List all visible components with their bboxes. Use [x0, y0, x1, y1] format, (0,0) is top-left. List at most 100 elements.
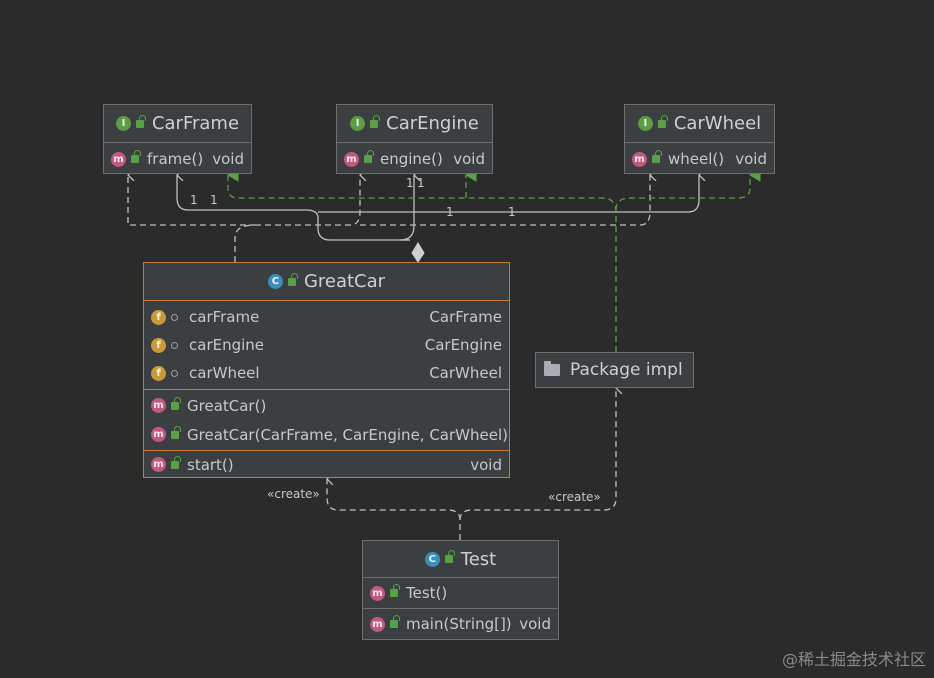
method-icon: m	[151, 398, 166, 413]
method-row[interactable]: m main(String[]) void	[363, 609, 558, 639]
create-edge-package	[459, 388, 616, 521]
public-lock-icon	[657, 114, 668, 128]
method-icon: m	[370, 585, 385, 601]
method-row[interactable]: m frame() void	[104, 143, 251, 175]
constructor-row[interactable]: m GreatCar()	[144, 391, 509, 420]
public-lock-icon	[652, 150, 662, 163]
multiplicity-label: 1	[190, 193, 198, 207]
create-label: «create»	[548, 490, 601, 504]
field-icon: f	[151, 365, 166, 381]
constructor-row[interactable]: m GreatCar(CarFrame, CarEngine, CarWheel…	[144, 420, 509, 449]
interface-icon: I	[115, 116, 131, 131]
method-name: frame()	[147, 150, 204, 168]
dependency-edge-greatcar-carframe	[128, 175, 256, 262]
field-row[interactable]: f carWheel CarWheel	[144, 359, 509, 387]
field-name: carFrame	[189, 308, 260, 326]
abstract-method-icon: m	[111, 151, 126, 167]
package-private-icon	[171, 313, 178, 321]
node-title-text: CarEngine	[386, 113, 479, 134]
abstract-method-icon: m	[344, 151, 359, 167]
public-lock-icon	[171, 425, 181, 439]
method-type: void	[519, 615, 551, 633]
node-carframe[interactable]: I CarFrame m frame() void	[103, 104, 252, 174]
folder-icon	[544, 361, 560, 376]
field-type: CarEngine	[424, 336, 502, 354]
constructor-name: GreatCar(CarFrame, CarEngine, CarWheel)	[187, 425, 508, 444]
public-lock-icon	[444, 550, 455, 563]
node-title-text: Package impl	[570, 360, 683, 380]
node-test[interactable]: C Test m Test() m main(String[]) void	[362, 540, 559, 640]
static-method-icon: m	[370, 616, 385, 632]
public-lock-icon	[370, 114, 381, 128]
constructor-name: GreatCar()	[187, 396, 267, 415]
field-type: CarFrame	[429, 308, 502, 326]
public-lock-icon	[131, 150, 141, 163]
package-private-icon	[171, 369, 178, 377]
class-icon: C	[267, 274, 283, 289]
multiplicity-label: 1	[508, 205, 516, 219]
node-carengine[interactable]: I CarEngine m engine() void	[336, 104, 493, 174]
method-name: wheel()	[668, 150, 725, 168]
field-name: carEngine	[189, 336, 265, 354]
public-lock-icon	[171, 396, 181, 410]
dependency-edge-greatcar-carwheel	[360, 175, 650, 226]
constructor-row[interactable]: m Test()	[363, 578, 558, 608]
field-icon: f	[151, 337, 166, 353]
method-type: void	[470, 455, 502, 474]
field-row[interactable]: f carFrame CarFrame	[144, 303, 509, 331]
composition-edge-carengine	[399, 175, 414, 241]
node-greatcar[interactable]: C GreatCar f carFrame CarFrame f carEngi…	[143, 262, 510, 478]
node-title-text: GreatCar	[303, 271, 386, 292]
public-lock-icon	[287, 272, 298, 286]
node-title: I CarEngine	[337, 105, 492, 143]
method-type: void	[212, 150, 244, 168]
field-icon: f	[151, 309, 166, 325]
composition-diamond	[411, 242, 425, 263]
public-lock-icon	[364, 150, 374, 163]
field-name: carWheel	[189, 364, 260, 382]
method-icon: m	[151, 427, 166, 442]
method-row[interactable]: m engine() void	[337, 143, 492, 175]
composition-edge-carwheel	[318, 175, 699, 213]
interface-icon: I	[637, 116, 653, 131]
node-title-text: CarFrame	[151, 113, 240, 134]
field-row[interactable]: f carEngine CarEngine	[144, 331, 509, 359]
multiplicity-label: 1	[406, 176, 414, 190]
method-name: engine()	[380, 150, 443, 168]
watermark: @稀土掘金技术社区	[781, 650, 926, 669]
multiplicity-label: 1	[417, 176, 425, 190]
node-carwheel[interactable]: I CarWheel m wheel() void	[624, 104, 775, 174]
method-name: start()	[187, 455, 234, 474]
node-title-text: CarWheel	[673, 113, 762, 134]
field-type: CarWheel	[429, 364, 502, 382]
multiplicity-label: 1	[446, 205, 454, 219]
node-title: Package impl	[536, 353, 693, 387]
node-package-impl[interactable]: Package impl	[535, 352, 694, 388]
create-label: «create»	[267, 487, 320, 501]
node-title-text: Test	[460, 548, 497, 570]
create-edge-greatcar	[327, 479, 461, 540]
method-row[interactable]: m start() void	[144, 451, 509, 478]
method-icon: m	[151, 457, 166, 472]
abstract-method-icon: m	[632, 151, 647, 167]
node-title: C GreatCar	[144, 263, 509, 301]
interface-icon: I	[350, 116, 366, 131]
realization-edge-carwheel	[615, 168, 761, 211]
package-private-icon	[171, 341, 178, 349]
public-lock-icon	[390, 615, 400, 628]
public-lock-icon	[171, 455, 181, 469]
dependency-edge-greatcar-carengine	[255, 175, 360, 226]
multiplicity-label: 1	[210, 193, 218, 207]
node-title: I CarFrame	[104, 105, 251, 143]
node-title: C Test	[363, 541, 558, 578]
public-lock-icon	[135, 114, 146, 128]
realization-edge-carframe	[227, 168, 617, 352]
method-type: void	[453, 150, 485, 168]
public-lock-icon	[390, 584, 400, 597]
composition-edge-carframe	[177, 175, 410, 241]
method-name: main(String[])	[406, 615, 512, 633]
node-title: I CarWheel	[625, 105, 774, 143]
method-row[interactable]: m wheel() void	[625, 143, 774, 175]
constructor-name: Test()	[406, 584, 448, 602]
